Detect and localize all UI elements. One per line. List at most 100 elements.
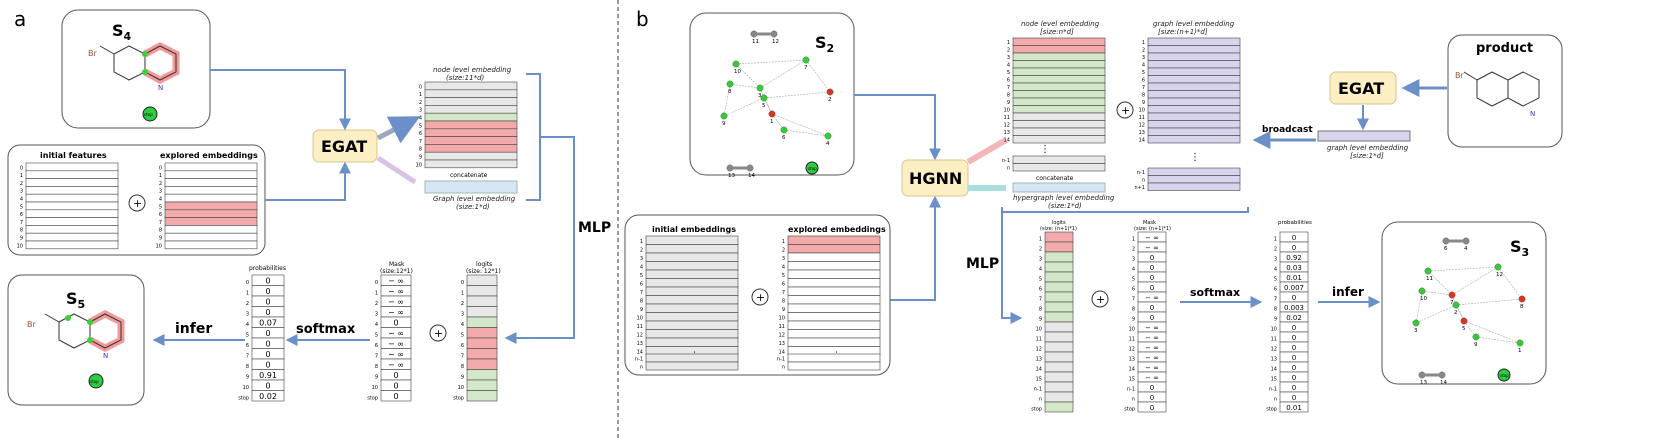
row-value: − ∞ bbox=[388, 287, 404, 296]
b-hypergraph-embed-bar bbox=[1012, 182, 1106, 193]
row-cell bbox=[466, 369, 498, 381]
row-cell bbox=[164, 186, 258, 195]
row-label: 3 bbox=[1274, 257, 1277, 263]
row-label: 9 bbox=[159, 236, 162, 242]
row-label: 9 bbox=[1274, 317, 1277, 323]
row-label: 14 bbox=[1129, 367, 1135, 373]
row-cell bbox=[787, 337, 881, 347]
row-cell bbox=[1044, 361, 1074, 373]
b-plus-circle bbox=[1116, 101, 1134, 119]
row-cell bbox=[25, 217, 119, 226]
row-cell bbox=[1147, 135, 1241, 144]
s5-stop-label: stop bbox=[90, 379, 99, 384]
row-cell bbox=[466, 348, 498, 360]
hgnn-box bbox=[901, 159, 969, 197]
node-label: 10 bbox=[734, 69, 741, 75]
row-cell bbox=[1044, 261, 1074, 273]
a-plus: + bbox=[133, 197, 142, 210]
row-label: 10 bbox=[17, 243, 23, 249]
row-value: 0 bbox=[265, 340, 270, 349]
row-cell bbox=[1012, 82, 1106, 91]
row-cell bbox=[787, 235, 881, 245]
row-label: 3 bbox=[246, 312, 249, 318]
hyperedge bbox=[1421, 290, 1453, 296]
row-label: 11 bbox=[1036, 337, 1042, 343]
row-value: − ∞ bbox=[388, 350, 404, 359]
row-cell bbox=[466, 306, 498, 318]
row-cell bbox=[787, 261, 881, 271]
row-label: 5 bbox=[375, 333, 378, 339]
row-value: − ∞ bbox=[1145, 354, 1159, 362]
softmax-label-b: softmax bbox=[1190, 286, 1240, 299]
row-label: 5 bbox=[1274, 277, 1277, 283]
row-label: 2 bbox=[782, 248, 785, 254]
row-label: 14 bbox=[1139, 138, 1145, 144]
row-label: n bbox=[1039, 397, 1042, 403]
node-label: 6 bbox=[782, 135, 786, 141]
row-cell bbox=[1012, 163, 1106, 172]
row-cell bbox=[25, 225, 119, 234]
a-plus-circle-2 bbox=[429, 324, 447, 342]
s4-molecule bbox=[99, 42, 180, 122]
b-concat-label: concatenate bbox=[1036, 175, 1074, 182]
node-label: 2 bbox=[1454, 310, 1458, 316]
hyperedge bbox=[735, 63, 761, 89]
row-label: 7 bbox=[20, 220, 23, 226]
row-cell bbox=[466, 379, 498, 391]
b-graph-tail-rows: n-1nn+1 bbox=[1134, 167, 1241, 191]
row-cell bbox=[1147, 120, 1241, 129]
node-label: 14 bbox=[1440, 380, 1447, 386]
row-cell bbox=[25, 193, 119, 203]
row-label: 0 bbox=[159, 165, 162, 171]
graph-node bbox=[1418, 287, 1426, 295]
row-label: 14 bbox=[637, 350, 643, 356]
row-cell bbox=[1147, 105, 1241, 114]
row-value: 0 bbox=[1150, 254, 1154, 262]
row-label: 6 bbox=[1039, 287, 1042, 293]
row-label: 1 bbox=[1039, 237, 1042, 243]
row-label: 10 bbox=[458, 385, 464, 391]
stop-node bbox=[805, 161, 819, 175]
row-label: stop bbox=[238, 396, 249, 402]
row-value: 0 bbox=[1292, 294, 1296, 302]
b-plus-circle-2 bbox=[751, 288, 769, 306]
graph-node bbox=[1472, 333, 1480, 341]
row-label: 3 bbox=[1142, 55, 1145, 61]
row-cell bbox=[1012, 112, 1106, 121]
row-label: 10 bbox=[156, 243, 162, 249]
row-value: − ∞ bbox=[1145, 234, 1159, 242]
row-cell bbox=[1044, 291, 1074, 303]
row-cell bbox=[645, 244, 739, 254]
row-value: 0 bbox=[1292, 384, 1296, 392]
row-cell bbox=[1012, 75, 1106, 84]
row-label: 4 bbox=[461, 322, 464, 328]
row-cell bbox=[645, 303, 739, 313]
row-label: 13 bbox=[1004, 130, 1010, 136]
row-value: 0 bbox=[265, 350, 270, 359]
row-label: 1 bbox=[159, 173, 162, 179]
a-logits-title: logits bbox=[476, 261, 492, 268]
b-graph-embed-title: graph level embedding bbox=[1153, 20, 1235, 28]
node-label: 3 bbox=[1414, 328, 1418, 334]
row-label: 0 bbox=[419, 84, 422, 90]
row-label: 3 bbox=[640, 256, 643, 262]
a-plus-2: + bbox=[434, 327, 443, 340]
hyperedge bbox=[1427, 266, 1499, 272]
row-cell bbox=[25, 178, 119, 187]
row-label: n bbox=[640, 365, 643, 371]
b-logits-size: (size: (n+1)*1) bbox=[1040, 226, 1077, 232]
a-plus-circle bbox=[128, 194, 146, 212]
row-value: 0 bbox=[1292, 394, 1296, 402]
row-value: 0.003 bbox=[1284, 304, 1304, 312]
row-cell bbox=[424, 97, 518, 106]
row-label: 12 bbox=[779, 333, 785, 339]
row-value: 0 bbox=[1292, 354, 1296, 362]
row-label: 1 bbox=[20, 173, 23, 179]
row-cell bbox=[645, 320, 739, 330]
row-cell bbox=[424, 81, 518, 91]
s4-br-label: Br bbox=[88, 49, 97, 58]
row-label: 12 bbox=[1036, 347, 1042, 353]
